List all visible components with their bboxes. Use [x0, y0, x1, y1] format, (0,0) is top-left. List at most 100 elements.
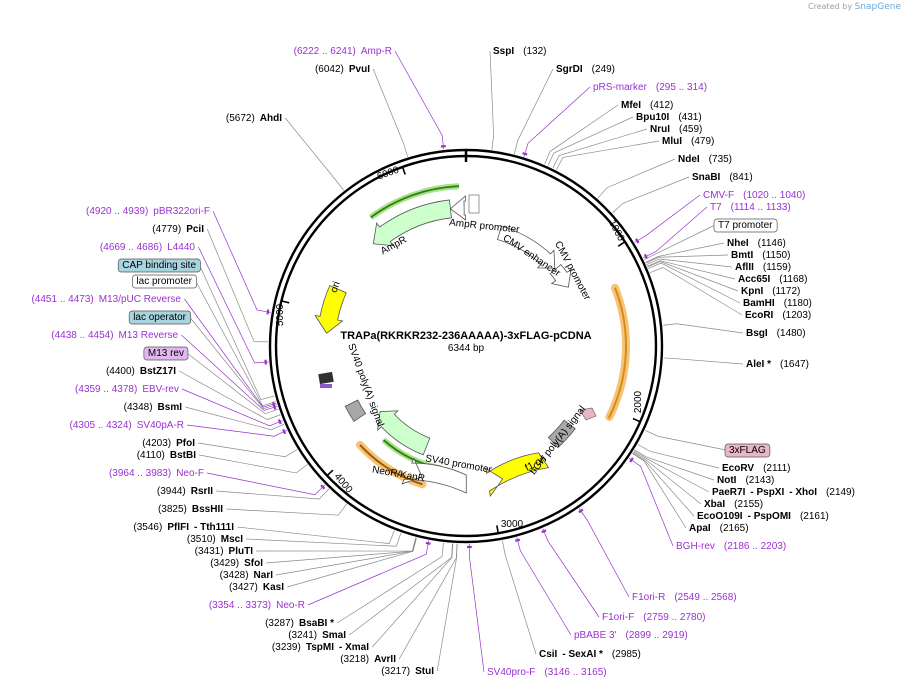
tick-label: 3000 [501, 519, 524, 530]
label-pflfi: (3546)PflFI- Tth111I [133, 522, 234, 533]
leader-f1orir [578, 508, 630, 598]
label-pluti-name: PluTI [229, 546, 254, 557]
label-noti-pos: (2143) [745, 475, 774, 486]
label-bghrev-pos: (2186 .. 2203) [724, 541, 786, 552]
label-kasi-text: (3427) KasI [229, 582, 284, 593]
label-sspi-text: SspI(132) [493, 46, 546, 57]
label-pvui-text: (6042)PvuI [315, 64, 370, 75]
label-rsrii: (3944)RsrII [157, 486, 213, 497]
label-snabi: SnaBI(841) [692, 172, 753, 183]
leader-f1orif [542, 528, 600, 618]
label-bghrev-name: BGH-rev [676, 541, 715, 552]
leader-ahdi [284, 117, 345, 191]
label-pcii-name: PciI [186, 224, 204, 235]
label-eco0109i-text: EcoO109I- PspOMI(2161) [697, 511, 829, 522]
label-rsrii-pos: (3944) [157, 486, 186, 497]
label-m13reverse-text: (4438 .. 4454)M13 Reverse [51, 330, 178, 341]
label-aflii: AflII(1159) [735, 262, 791, 273]
label-pbabe: pBABE 3'(2899 .. 2919) [574, 630, 688, 641]
label-avrii-name: AvrII [374, 654, 396, 665]
label-neor1-text: (3354 .. 3373)Neo-R [209, 600, 305, 611]
label-m13rev-text: M13 rev [148, 348, 184, 359]
label-csii-pos: (2985) [612, 649, 641, 660]
label-neof: (3964 .. 3983)Neo-F [109, 468, 204, 479]
label-cmvf-pos: (1020 .. 1040) [743, 190, 805, 201]
label-snabi-pos: (841) [729, 172, 752, 183]
label-msci: (3510)MscI [187, 534, 243, 545]
label-bmti-pos: (1150) [762, 250, 790, 261]
leader-nrui [552, 128, 648, 169]
feature-label-ampr_prom: AmpR promoter [449, 217, 521, 235]
label-smai-name: SmaI [322, 630, 346, 641]
label-flag-box [724, 443, 771, 458]
label-pflfi-text: (3546)PflFI- Tth111I [133, 522, 234, 533]
leader-ecorv [637, 444, 720, 469]
leader-bamhi [648, 262, 741, 304]
label-apai: ApaI(2165) [689, 523, 749, 534]
tick-label: 6000 [376, 165, 401, 183]
label-ecori: EcoRI(1203) [745, 310, 811, 321]
label-bpu10i: Bpu10I(431) [636, 112, 702, 123]
f1-ori-arrow [485, 452, 550, 498]
leader-xbai [633, 451, 702, 505]
label-nhei: NheI(1146) [727, 238, 786, 249]
credit-prefix: Created by [808, 2, 853, 11]
leader-t7prom [643, 224, 716, 260]
leader-neof [206, 472, 326, 496]
label-sv40par-pos: (4305 .. 4324) [69, 420, 131, 431]
trap-orf-line [608, 287, 627, 418]
label-f1orif-pos: (2759 .. 2780) [643, 612, 705, 623]
primer-mark-cmvf [635, 238, 640, 244]
label-cmvf-name: CMV-F [703, 190, 734, 201]
label-t7prom-text: T7 promoter [718, 220, 773, 231]
label-tspmi-name: TspMI [306, 642, 334, 653]
label-pluti-text: (3431)PluTI [195, 546, 254, 557]
leader-pvui [372, 68, 408, 157]
label-ahdi-pos: (5672) [226, 113, 255, 124]
label-flag-name: 3xFLAG [729, 445, 766, 456]
label-pbr322-text: (4920 .. 4939)pBR322ori-F [86, 206, 210, 217]
label-pbabe-name: pBABE 3' [574, 630, 617, 641]
tick-label: 5000 [275, 303, 286, 326]
leader-bsabi [336, 542, 444, 624]
leader-smai [349, 543, 453, 636]
label-pcii-text: (4779)PciI [152, 224, 204, 235]
primer-mark-neof [320, 484, 326, 490]
label-csii-name2: - SexAI * [562, 649, 603, 660]
leader-lines [179, 50, 744, 673]
label-bstbi-name: BstBI [170, 450, 196, 461]
label-neor1: (3354 .. 3373)Neo-R [209, 600, 305, 611]
label-ahdi-name: AhdI [260, 113, 282, 124]
label-bsshii-text: (3825)BssHII [158, 504, 223, 515]
label-acc65i-name: Acc65I [738, 274, 770, 285]
neor-arrow [377, 410, 431, 456]
label-bstbi-text: (4110)BstBI [137, 450, 197, 461]
leader-ecori [649, 267, 743, 316]
leader-m13rev [186, 352, 279, 415]
leader-bsmi [185, 406, 285, 431]
label-kasi-pos: (3427) [229, 582, 258, 593]
label-sv40prof-text: SV40pro-F(3146 .. 3165) [487, 667, 607, 678]
label-bmti-text: BmtI(1150) [731, 250, 790, 261]
label-xbai-text: XbaI(2155) [704, 499, 763, 510]
primer-mark-sv40par [282, 428, 287, 435]
label-bsmi-text: (4348)BsmI [124, 402, 183, 413]
label-m13rev: M13 rev [143, 346, 189, 361]
label-pfoi-text: (4203)PfoI [142, 438, 195, 449]
label-neof-text: (3964 .. 3983)Neo-F [109, 468, 204, 479]
leader-alei [663, 357, 744, 365]
label-sgrdi-pos: (249) [592, 64, 615, 75]
label-kasi-name: KasI [263, 582, 284, 593]
snapgene-credit: Created by SnapGene [808, 2, 901, 12]
label-sv40par-name: SV40pA-R [137, 420, 184, 431]
leader-ampr_primer [394, 50, 445, 150]
label-pfoi-name: PfoI [176, 438, 195, 449]
label-m13puc-text: (4451 .. 4473)M13/pUC Reverse [31, 294, 181, 305]
leader-kasi [287, 537, 417, 588]
label-pbr322-pos: (4920 .. 4939) [86, 206, 148, 217]
leader-bsshii [226, 503, 347, 516]
leader-flag [645, 429, 727, 451]
label-cap-box [117, 258, 201, 273]
label-cap-text: CAP binding site [122, 260, 196, 271]
label-acc65i: Acc65I(1168) [738, 274, 807, 285]
